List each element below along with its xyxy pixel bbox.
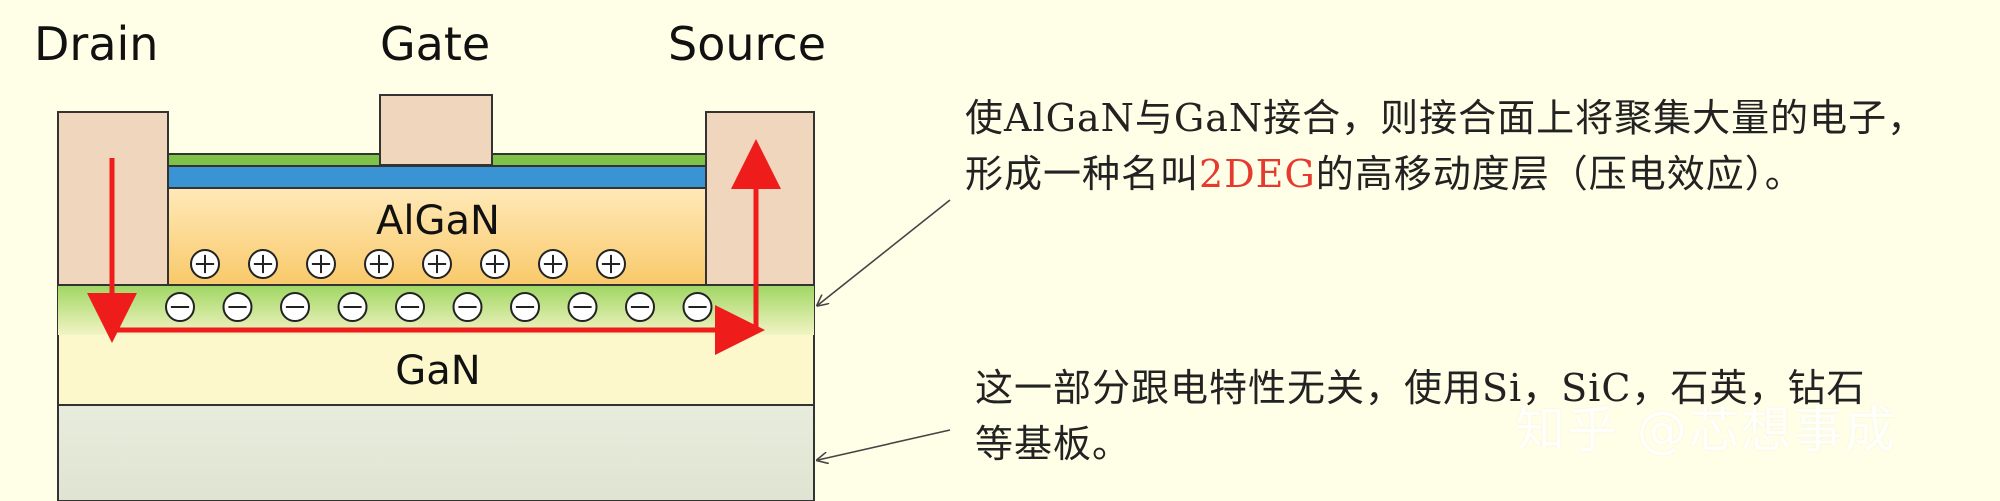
positive-charge: [364, 249, 394, 279]
electron-charge: [222, 292, 253, 322]
electron-charge: [682, 292, 713, 322]
electron-charge: [337, 292, 368, 322]
electron-charge: [280, 292, 310, 322]
gate-contact: [379, 94, 493, 166]
positive-charge: [480, 249, 510, 279]
gate-label: Gate: [380, 17, 490, 71]
electron-charge: [625, 292, 655, 322]
positive-charge: [422, 249, 452, 279]
watermark: 知乎 @芯想事成: [1515, 401, 1897, 459]
note-2deg: 使AlGaN与GaN接合，则接合面上将聚集大量的电子，形成一种名叫2DEG的高移…: [965, 96, 1927, 196]
pointer-arrow-interface: [818, 199, 951, 305]
highlight-2deg: 2DEG: [1199, 152, 1316, 196]
gan-label: GaN: [395, 348, 480, 394]
positive-charge: [306, 249, 336, 279]
blue-barrier-layer: [167, 165, 707, 189]
positive-charge: [596, 249, 626, 279]
electron-charge: [395, 292, 425, 322]
algan-label: AlGaN: [376, 198, 500, 244]
source-contact: [705, 111, 815, 286]
electron-charge: [510, 292, 540, 322]
negative-charges: [165, 292, 713, 322]
drain-label: Drain: [34, 17, 158, 71]
electron-charge: [452, 292, 483, 322]
substrate-layer: [57, 404, 815, 501]
source-label: Source: [668, 17, 826, 71]
electron-charge: [165, 292, 195, 322]
pointer-arrow-substrate: [818, 429, 951, 460]
positive-charge: [190, 249, 220, 279]
electron-charge: [567, 292, 598, 322]
positive-charge: [538, 249, 568, 279]
positive-charges: [190, 249, 626, 279]
positive-charge: [248, 249, 278, 279]
note-substrate: 这一部分跟电特性无关，使用Si，SiC，石英，钻石等基板。: [975, 366, 1866, 466]
